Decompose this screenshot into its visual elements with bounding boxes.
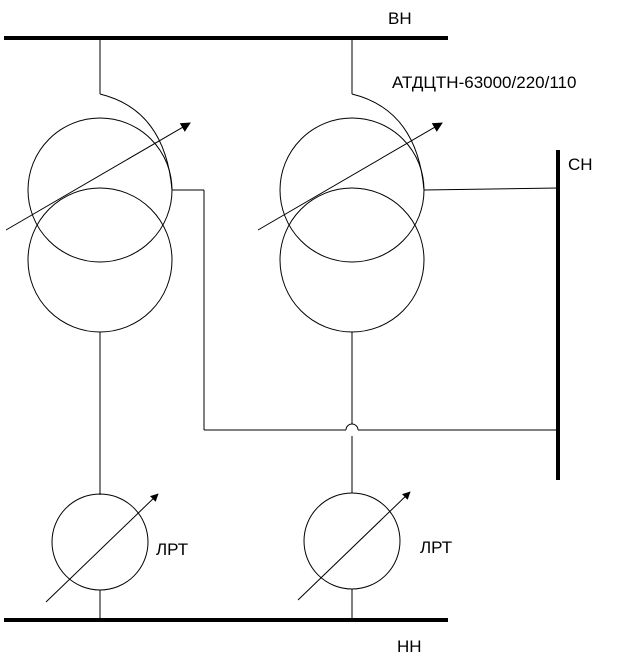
line-crossover-hop: [345, 423, 359, 431]
autotransformer-right-regulation-arrow: [257, 122, 443, 231]
autotransformer-left: [5, 38, 205, 495]
autotransformer-right-winding-bottom: [279, 187, 425, 333]
hv-bus-label: ВН: [388, 9, 412, 28]
autotransformer-left-winding-bottom: [27, 187, 173, 333]
autotransformer-left-tap-arc: [99, 93, 173, 191]
autotransformer-right-tap-arc: [351, 93, 425, 191]
autotransformer-left-regulation-arrow: [5, 122, 191, 231]
linear-regulator-right: [297, 491, 411, 620]
autotransformer-left-winding-top: [27, 117, 173, 263]
autotransformer-right-winding-top: [279, 117, 425, 263]
linear-regulator-right-arrow: [297, 491, 411, 601]
mv-bus-label: СН: [568, 155, 593, 174]
linear-regulator-left: [45, 493, 159, 620]
regulator-right-label: ЛРТ: [420, 538, 452, 557]
linear-regulator-left-arrow: [45, 493, 159, 603]
lv-bus-label: НН: [397, 637, 422, 656]
transformer-type-label: АТДЦТН-63000/220/110: [392, 73, 576, 92]
autotransformer-right: [257, 38, 559, 493]
regulator-left-label: ЛРТ: [156, 540, 188, 559]
